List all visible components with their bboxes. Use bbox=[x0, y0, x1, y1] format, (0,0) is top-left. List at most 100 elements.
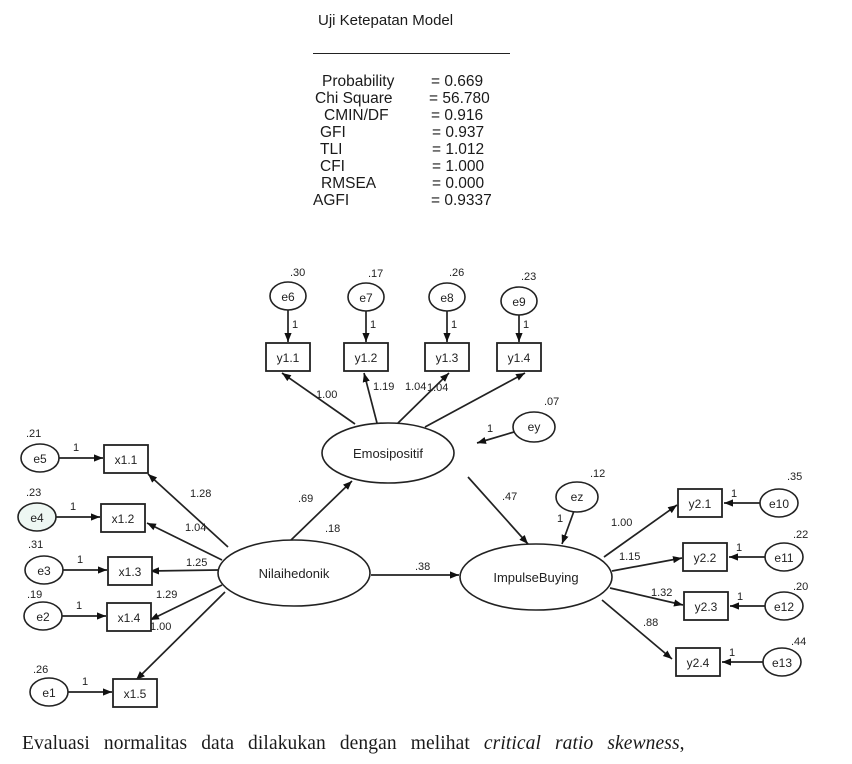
path-e6-weight: 1 bbox=[292, 319, 298, 331]
path-e11-weight: 1 bbox=[736, 542, 742, 554]
path-e10-weight: 1 bbox=[731, 488, 737, 500]
error-e10-variance: .35 bbox=[787, 471, 802, 483]
disturbance-ey-weight: 1 bbox=[487, 423, 493, 435]
latent-emosipositif-label: Emosipositif bbox=[353, 446, 423, 461]
path-label-nh-em: .69 bbox=[298, 493, 313, 505]
error-e11-variance: .22 bbox=[793, 529, 808, 541]
path-emosipositif-to-impulsebuying bbox=[467, 476, 529, 545]
indicator-x1.4-label: x1.4 bbox=[118, 611, 141, 625]
fit-label-gfi: GFI bbox=[320, 124, 346, 141]
indicator-y2.2-label: y2.2 bbox=[694, 551, 717, 565]
error-e9-label: e9 bbox=[512, 295, 526, 309]
indicator-x1.2-label: x1.2 bbox=[112, 512, 135, 526]
path-ez-to-impulsebuying bbox=[561, 510, 575, 545]
indicator-y1.4 bbox=[496, 342, 542, 372]
loading-x1.3-label: 1.25 bbox=[186, 557, 207, 569]
indicator-y1.3 bbox=[424, 342, 470, 372]
error-e8-label: e8 bbox=[440, 291, 454, 305]
fit-label-cmin-df: CMIN/DF bbox=[324, 107, 389, 124]
path-label-nh-ib: .38 bbox=[415, 561, 430, 573]
indicator-y2.3 bbox=[683, 591, 729, 621]
fit-table-title: Uji Ketepatan Model bbox=[318, 12, 454, 29]
body-paragraph: Evaluasi normalitas data dilakukan denga… bbox=[22, 733, 685, 755]
error-e12-variance: .20 bbox=[793, 581, 808, 593]
loading-y2.2-label: 1.15 bbox=[619, 551, 640, 563]
path-ey-to-emosipositif bbox=[476, 431, 515, 444]
loading-emosipositif-to-y1.1 bbox=[281, 372, 356, 425]
fit-label-tli: TLI bbox=[320, 141, 343, 158]
indicator-y2.2 bbox=[682, 542, 728, 572]
loading-nilaihedonik-to-x1.4 bbox=[149, 584, 223, 621]
error-e13 bbox=[762, 647, 802, 677]
error-e8-variance: .26 bbox=[449, 267, 464, 279]
loading-nilaihedonik-to-x1.1 bbox=[147, 473, 229, 548]
error-e7-label: e7 bbox=[359, 291, 373, 305]
loading-nilaihedonik-to-x1.3 bbox=[149, 567, 219, 575]
path-e13-weight: 1 bbox=[729, 647, 735, 659]
error-e9-variance: .23 bbox=[521, 271, 536, 283]
loading-impulsebuying-to-y2.1 bbox=[603, 504, 678, 558]
loading-x1.4-label: 1.29 bbox=[156, 589, 177, 601]
error-e8 bbox=[428, 282, 466, 312]
paragraph-italic-term: critical ratio skewness bbox=[483, 733, 680, 754]
error-e2-variance: .19 bbox=[27, 589, 42, 601]
latent-emosipositif bbox=[321, 422, 455, 484]
fit-value-cfi: = 1.000 bbox=[432, 158, 485, 175]
indicator-y1.1-label: y1.1 bbox=[277, 351, 300, 365]
error-e1-variance: .26 bbox=[33, 664, 48, 676]
fit-value-tli: = 1.012 bbox=[432, 141, 485, 158]
loading-impulsebuying-to-y2.3 bbox=[609, 587, 684, 607]
indicator-x1.4 bbox=[106, 602, 152, 632]
loading-nilaihedonik-to-x1.5 bbox=[135, 591, 226, 681]
error-e6-label: e6 bbox=[281, 290, 295, 304]
latent-impulsebuying-label: ImpulseBuying bbox=[493, 570, 578, 585]
loading-nilaihedonik-to-x1.2 bbox=[146, 522, 223, 561]
fit-value-gfi: = 0.937 bbox=[432, 124, 485, 141]
loading-emosipositif-to-y1.4 bbox=[424, 372, 526, 428]
loading-emosipositif-to-y1.2 bbox=[362, 372, 378, 424]
error-e3-variance: .31 bbox=[28, 539, 43, 551]
paragraph-text: Evaluasi normalitas data dilakukan denga… bbox=[22, 733, 484, 754]
error-e13-variance: .44 bbox=[791, 636, 806, 648]
loading-y1.1-label: 1.00 bbox=[316, 389, 337, 401]
fit-value-cmin-df: = 0.916 bbox=[431, 107, 484, 124]
error-e4-variance: .23 bbox=[26, 487, 41, 499]
indicator-x1.2 bbox=[100, 503, 146, 533]
fit-value-chi-square: = 56.780 bbox=[429, 90, 490, 107]
indicator-y1.2 bbox=[343, 342, 389, 372]
indicator-x1.5 bbox=[112, 678, 158, 708]
fit-label-chi-square: Chi Square bbox=[315, 90, 393, 107]
fit-value-agfi: = 0.9337 bbox=[431, 192, 492, 209]
error-e11 bbox=[764, 542, 804, 572]
error-e13-label: e13 bbox=[772, 656, 792, 670]
disturbance-ez bbox=[555, 481, 599, 513]
path-e7-weight: 1 bbox=[370, 319, 376, 331]
indicator-y2.4-label: y2.4 bbox=[687, 656, 710, 670]
loading-impulsebuying-to-y2.4 bbox=[601, 599, 673, 660]
error-e7 bbox=[347, 282, 385, 312]
disturbance-ez-variance: .12 bbox=[590, 468, 605, 480]
indicator-x1.5-label: x1.5 bbox=[124, 687, 147, 701]
error-e2-label: e2 bbox=[36, 610, 50, 624]
error-e12-label: e12 bbox=[774, 600, 794, 614]
indicator-x1.3-label: x1.3 bbox=[119, 565, 142, 579]
path-e8-weight: 1 bbox=[451, 319, 457, 331]
disturbance-ey-label: ey bbox=[528, 420, 541, 434]
error-e6-variance: .30 bbox=[290, 267, 305, 279]
latent-nilaihedonik bbox=[217, 539, 371, 607]
error-e7-variance: .17 bbox=[368, 268, 383, 280]
error-e11-label: e11 bbox=[774, 551, 793, 565]
paragraph-trailing: , bbox=[679, 733, 685, 754]
error-e10 bbox=[759, 488, 799, 518]
indicator-y1.1 bbox=[265, 342, 311, 372]
error-e9 bbox=[500, 286, 538, 316]
error-e5-variance: .21 bbox=[26, 428, 41, 440]
fit-label-probability: Probability bbox=[322, 73, 395, 90]
fit-value-probability: = 0.669 bbox=[431, 73, 484, 90]
disturbance-ey bbox=[512, 411, 556, 443]
indicator-y2.1-label: y2.1 bbox=[689, 497, 712, 511]
indicator-x1.1 bbox=[103, 444, 149, 474]
loading-y1.4-label: 1.04 bbox=[427, 382, 448, 394]
path-e3-weight: 1 bbox=[77, 554, 83, 566]
indicator-y1.3-label: y1.3 bbox=[436, 351, 459, 365]
